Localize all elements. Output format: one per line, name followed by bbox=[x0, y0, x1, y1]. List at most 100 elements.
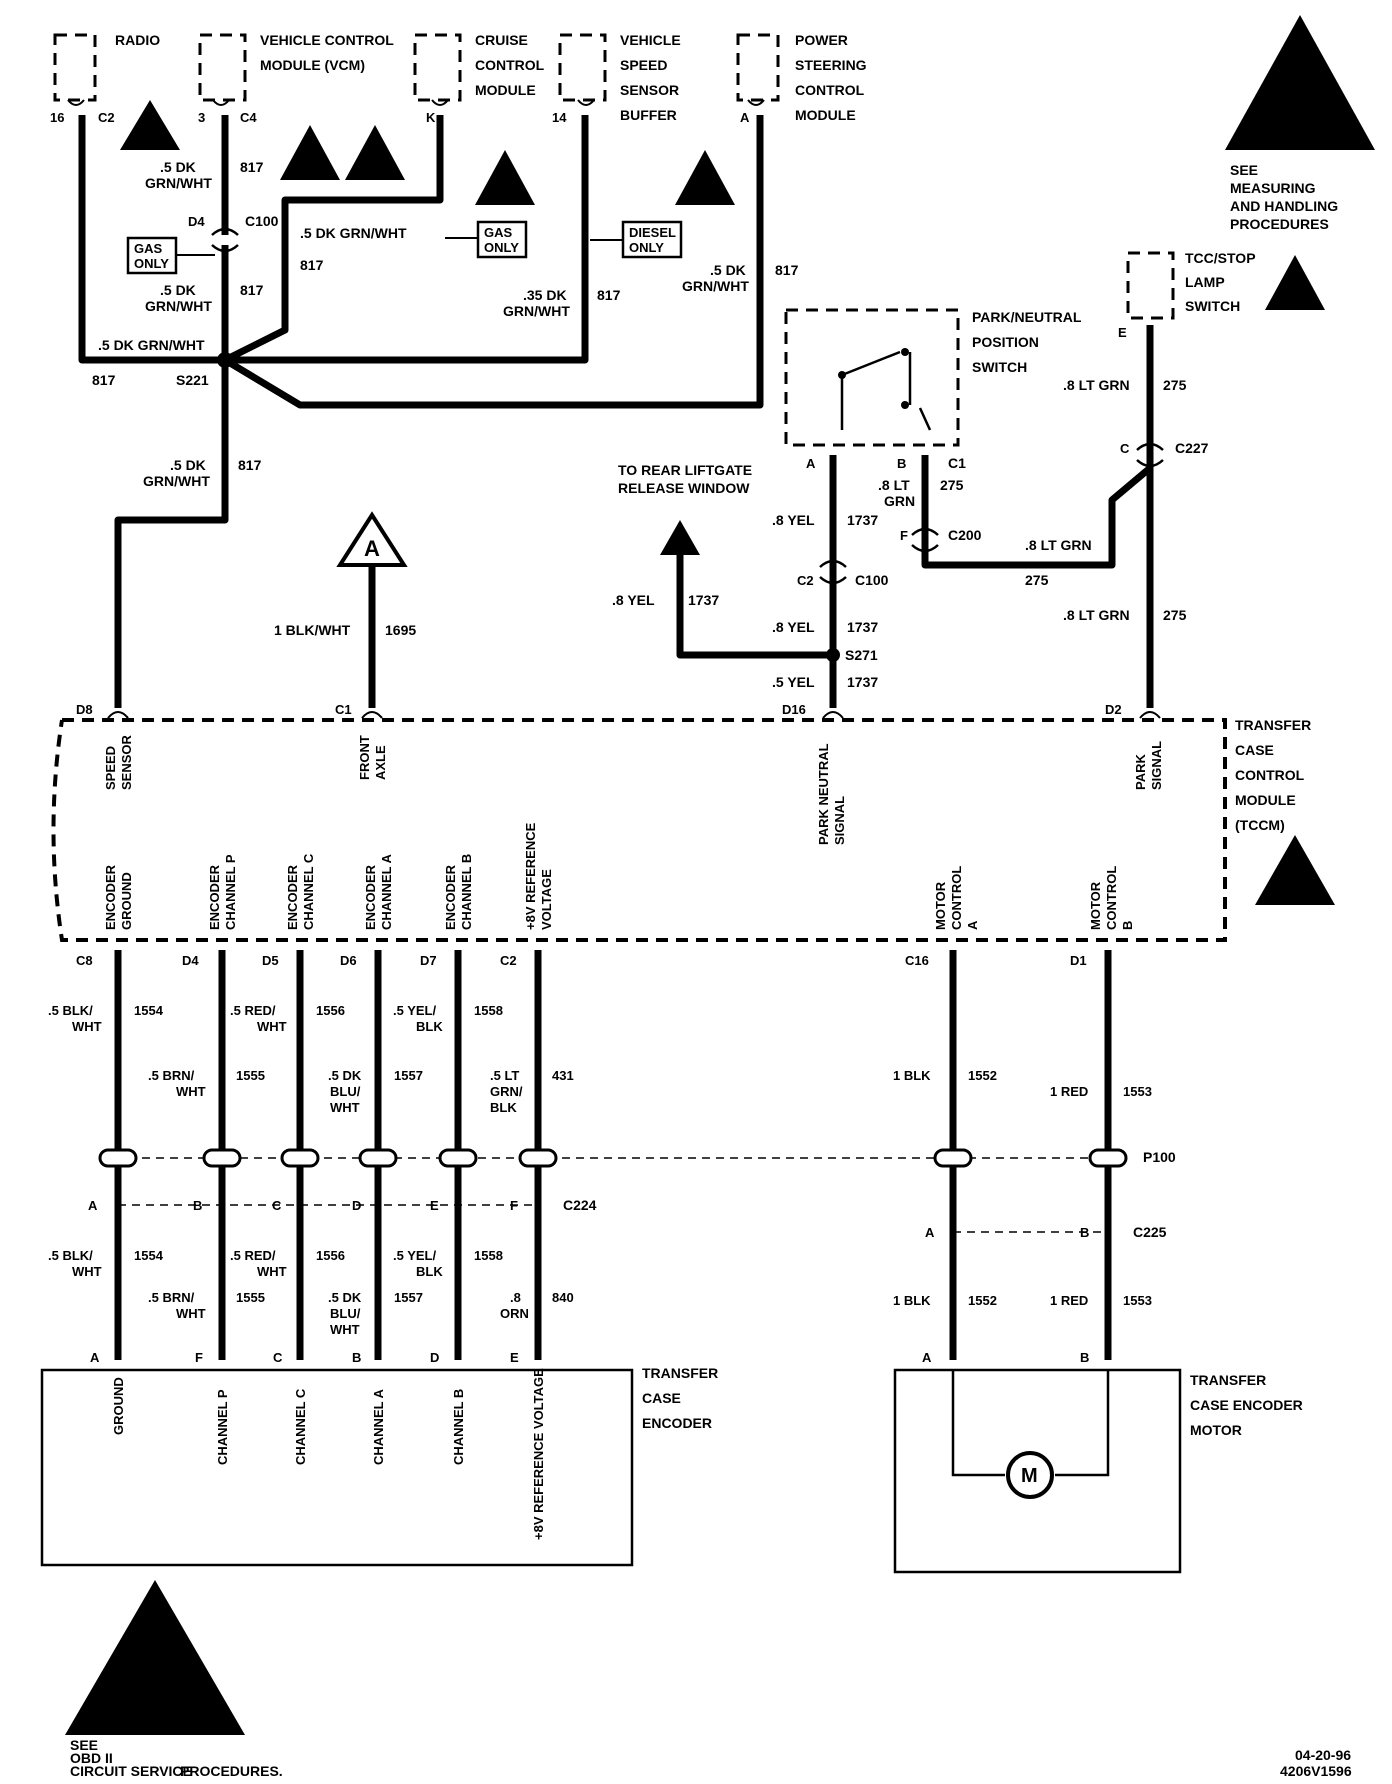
bp-d6: D6 bbox=[340, 953, 357, 968]
w7-size: .5 DK bbox=[170, 457, 206, 473]
psc-label-3: CONTROL bbox=[795, 82, 865, 98]
svg-text:ORN: ORN bbox=[500, 1306, 529, 1321]
svg-text:CHANNEL B: CHANNEL B bbox=[451, 1389, 466, 1465]
svg-text:.5 BLK/: .5 BLK/ bbox=[48, 1003, 93, 1018]
motor-l1: TRANSFER bbox=[1190, 1372, 1266, 1388]
conn-c100: C100 bbox=[245, 213, 279, 229]
ep-c2-n2: VOLTAGE bbox=[539, 869, 554, 930]
vcm-connector: VEHICLE CONTROL MODULE (VCM) 3 C4 bbox=[198, 32, 394, 125]
motor-pin-a: A bbox=[922, 1350, 932, 1365]
motor-l2: CASE ENCODER bbox=[1190, 1397, 1303, 1413]
radio-connector: RADIO 16 C2 bbox=[50, 32, 160, 125]
ep-d5-n1: ENCODER bbox=[285, 864, 300, 930]
svg-text:.5 BRN/: .5 BRN/ bbox=[148, 1068, 195, 1083]
tccm-l3: CONTROL bbox=[1235, 767, 1305, 783]
w7-color: GRN/WHT bbox=[143, 473, 210, 489]
svg-text:.5 DK: .5 DK bbox=[328, 1068, 362, 1083]
tcc-label-2: LAMP bbox=[1185, 274, 1225, 290]
svg-text:1 BLK: 1 BLK bbox=[893, 1068, 931, 1083]
lower-wire-labels: .5 BLK/ WHT 1554 .5 BRN/ WHT 1555 .5 RED… bbox=[48, 1248, 1152, 1337]
w5-color: GRN/WHT bbox=[682, 278, 749, 294]
tccm-pin-c1: C1 FRONT AXLE bbox=[335, 702, 388, 780]
ep-d6-n1: ENCODER bbox=[363, 864, 378, 930]
w1-circuit: 817 bbox=[240, 159, 264, 175]
tccm-pin-d2: D2 PARK SIGNAL bbox=[1105, 702, 1164, 790]
svg-text:.5 BRN/: .5 BRN/ bbox=[148, 1290, 195, 1305]
svg-text:1555: 1555 bbox=[236, 1068, 265, 1083]
bp-c8: C8 bbox=[76, 953, 93, 968]
conn-c224: C224 bbox=[563, 1197, 597, 1213]
lt4-circuit: 275 bbox=[1163, 607, 1187, 623]
vcm-label-2: MODULE (VCM) bbox=[260, 57, 365, 73]
svg-text:WHT: WHT bbox=[330, 1322, 360, 1337]
vcm-label-1: VEHICLE CONTROL bbox=[260, 32, 394, 48]
encoder-l1: TRANSFER bbox=[642, 1365, 718, 1381]
obd-note-l1: SEE bbox=[70, 1737, 98, 1753]
lt2-color: GRN bbox=[884, 493, 915, 509]
obd-note-l4: PROCEDURES. bbox=[180, 1763, 283, 1779]
tccm-pin-d16: D16 PARK NEUTRAL SIGNAL bbox=[782, 702, 847, 845]
vss-connector: VEHICLE SPEED SENSOR BUFFER 14 bbox=[552, 32, 681, 125]
cruise-label-1: CRUISE bbox=[475, 32, 528, 48]
pnp-label-2: POSITION bbox=[972, 334, 1039, 350]
svg-text:.5 YEL/: .5 YEL/ bbox=[393, 1248, 437, 1263]
w8-label: 1 BLK/WHT bbox=[274, 622, 351, 638]
radio-pin: 16 bbox=[50, 110, 64, 125]
svg-text:F: F bbox=[510, 1198, 518, 1213]
w8-circuit: 1695 bbox=[385, 622, 416, 638]
bp-d4: D4 bbox=[182, 953, 199, 968]
w6-label: .5 DK GRN/WHT bbox=[98, 337, 205, 353]
tccm-l1: TRANSFER bbox=[1235, 717, 1311, 733]
gas-only-2-l1: GAS bbox=[484, 225, 513, 240]
svg-text:WHT: WHT bbox=[257, 1264, 287, 1279]
svg-text:CHANNEL A: CHANNEL A bbox=[371, 1389, 386, 1465]
svg-text:E: E bbox=[510, 1350, 519, 1365]
svg-text:1554: 1554 bbox=[134, 1003, 164, 1018]
svg-text:CHANNEL C: CHANNEL C bbox=[293, 1388, 308, 1465]
bp-d5: D5 bbox=[262, 953, 279, 968]
pnp-pin-a: A bbox=[806, 456, 816, 471]
svg-text:WHT: WHT bbox=[72, 1264, 102, 1279]
transfer-case-encoder bbox=[40, 1368, 634, 1567]
date-code: 04-20-96 bbox=[1295, 1747, 1351, 1763]
motor-icon bbox=[1006, 1451, 1054, 1499]
mp-d1-n1: MOTOR bbox=[1088, 881, 1103, 930]
p100-grommet bbox=[98, 1148, 1128, 1168]
ep-d7-n1: ENCODER bbox=[443, 864, 458, 930]
y4-circuit: 1737 bbox=[847, 674, 878, 690]
svg-text:840: 840 bbox=[552, 1290, 574, 1305]
tccm-module bbox=[51, 718, 1227, 942]
esd-warning-icon bbox=[120, 15, 1375, 905]
radio-conn: C2 bbox=[98, 110, 115, 125]
pin-d8-label: D8 bbox=[76, 702, 93, 717]
vss-label-1: VEHICLE bbox=[620, 32, 681, 48]
obd-note-l3: CIRCUIT SERVICE bbox=[70, 1763, 192, 1779]
pin-d16-label: D16 bbox=[782, 702, 806, 717]
svg-text:GROUND: GROUND bbox=[111, 1377, 126, 1435]
svg-text:D: D bbox=[430, 1350, 439, 1365]
svg-text:WHT: WHT bbox=[330, 1100, 360, 1115]
bp-d1: D1 bbox=[1070, 953, 1087, 968]
w6-circuit: 817 bbox=[92, 372, 116, 388]
liftgate-l2: RELEASE WINDOW bbox=[618, 480, 750, 496]
lt2-size: .8 LT bbox=[878, 477, 910, 493]
pin-d8-name1: SPEED bbox=[103, 746, 118, 790]
y4-label: .5 YEL bbox=[772, 674, 815, 690]
bp-d7: D7 bbox=[420, 953, 437, 968]
svg-text:B: B bbox=[193, 1198, 202, 1213]
svg-text:GRN/: GRN/ bbox=[490, 1084, 523, 1099]
svg-text:1553: 1553 bbox=[1123, 1293, 1152, 1308]
obd-warning-icon bbox=[65, 125, 1325, 1735]
svg-text:1554: 1554 bbox=[134, 1248, 164, 1263]
pin-d16-name1: PARK NEUTRAL bbox=[816, 743, 831, 845]
w1-size: .5 DK bbox=[160, 159, 196, 175]
cruise-connector: CRUISE CONTROL MODULE K bbox=[413, 32, 545, 125]
cruise-pin: K bbox=[426, 110, 436, 125]
pin-d8-name2: SENSOR bbox=[119, 734, 134, 790]
gas-only-2-l2: ONLY bbox=[484, 240, 519, 255]
psc-pin: A bbox=[740, 110, 750, 125]
svg-text:WHT: WHT bbox=[72, 1019, 102, 1034]
conn-d4: D4 bbox=[188, 214, 205, 229]
tcc-label-1: TCC/STOP bbox=[1185, 250, 1256, 266]
svg-text:WHT: WHT bbox=[257, 1019, 287, 1034]
